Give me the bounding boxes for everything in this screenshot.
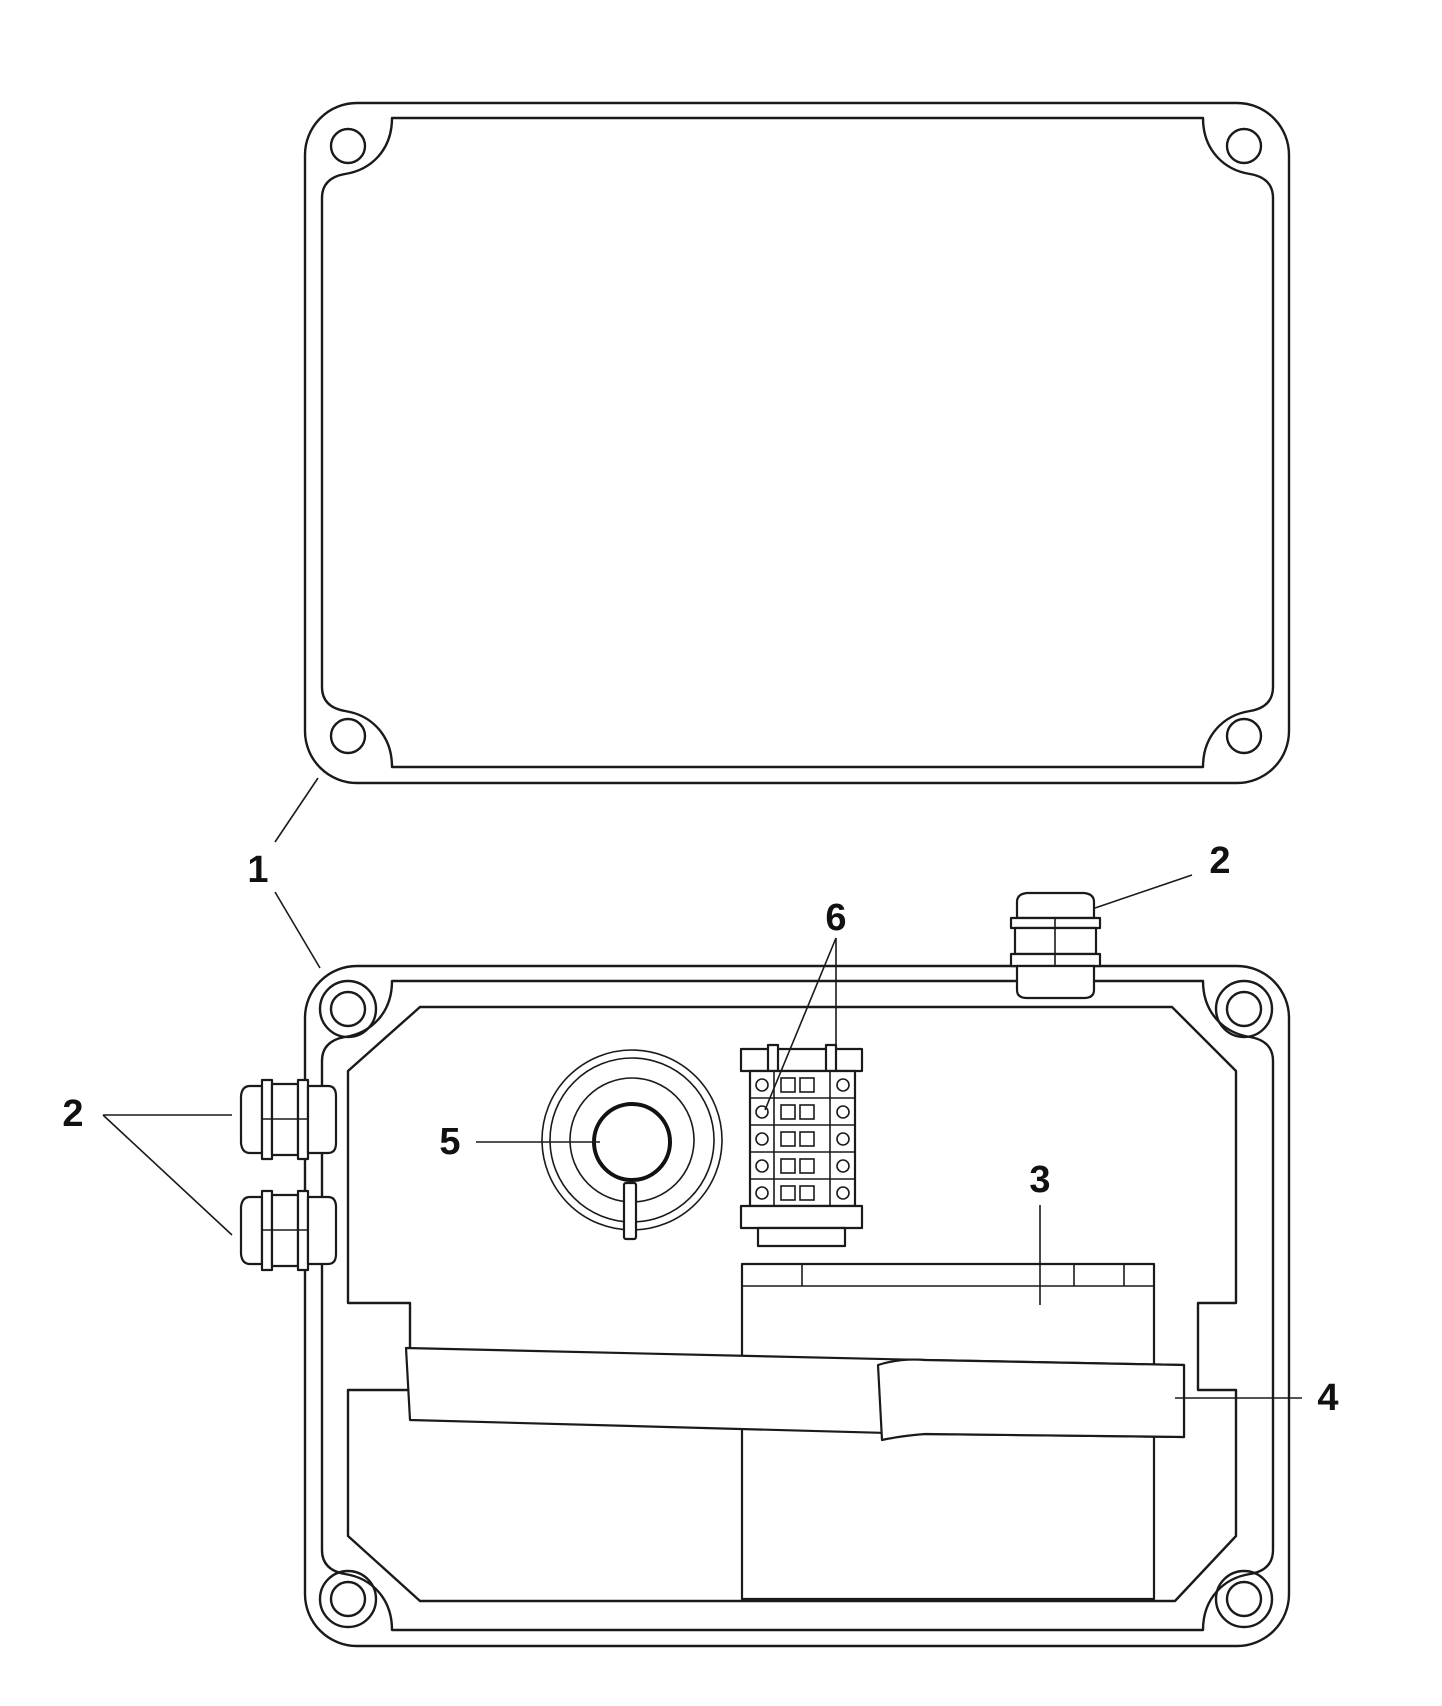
terminal-mount-rail [756, 1226, 847, 1248]
base-screw-holes [318, 979, 1274, 1629]
callout-6: 6 [825, 897, 846, 939]
terminal-windows [780, 1077, 815, 1201]
cable-strap-overlap [876, 1358, 1186, 1442]
leader-1-to-lid [274, 777, 319, 843]
leader-6-left [764, 937, 837, 1111]
base-screw-hole [1225, 990, 1263, 1028]
base-inner-cavity [346, 1005, 1238, 1603]
callout-2-top: 2 [1209, 840, 1230, 882]
terminal-cap-clip [824, 1043, 838, 1073]
callout-5: 5 [439, 1121, 460, 1163]
lid-screw-hole [329, 717, 367, 755]
gland-cap [239, 1195, 264, 1266]
base-screw-hole [329, 990, 367, 1028]
base-screw-boss [318, 1569, 378, 1629]
base-screw-hole [329, 1580, 367, 1618]
leader-lines [102, 777, 1302, 1399]
lid-screw-holes [329, 127, 1263, 755]
item-2-cable-gland-top [1009, 891, 1102, 1000]
callout-3: 3 [1029, 1159, 1050, 1201]
enclosure-lid [303, 101, 1291, 785]
leader-2-top [1094, 874, 1193, 909]
leader-2-left-lower [102, 1114, 233, 1236]
base-screw-hole [1225, 1580, 1263, 1618]
gland-cap [239, 1084, 264, 1155]
item-4-cable-strap [404, 1346, 1186, 1442]
base-screw-boss [318, 979, 378, 1039]
callout-2-left: 2 [62, 1093, 83, 1135]
base-screw-boss [1214, 1569, 1274, 1629]
terminal-top-cap [739, 1047, 864, 1073]
item-2-cable-gland-left-upper [239, 1078, 338, 1161]
lid-inner-seal-edge [320, 116, 1275, 769]
callout-labels: 1 2 2 6 3 4 5 [62, 840, 1338, 1419]
base-rim-edge [320, 979, 1275, 1632]
item-6-terminal-block [739, 1043, 864, 1248]
lid-screw-hole [1225, 127, 1263, 165]
lid-screw-hole [329, 127, 367, 165]
sensor-core [592, 1102, 672, 1182]
lid-outer-edge [303, 101, 1291, 785]
gland-body [306, 1195, 338, 1266]
gland-body [306, 1084, 338, 1155]
leader-1-to-base [274, 891, 321, 969]
terminal-screws [755, 1078, 850, 1200]
terminal-bottom-cap [739, 1204, 864, 1230]
callout-1: 1 [247, 849, 268, 891]
callout-4: 4 [1317, 1377, 1338, 1419]
lid-screw-hole [1225, 717, 1263, 755]
item-2-cable-gland-left-lower [239, 1189, 338, 1272]
base-screw-boss [1214, 979, 1274, 1039]
gland-cap [1015, 891, 1096, 920]
enclosure-base [303, 964, 1291, 1648]
base-outer-edge [303, 964, 1291, 1648]
sensor-wire [622, 1181, 638, 1241]
terminal-rows [750, 1071, 855, 1206]
gland-body [1015, 964, 1096, 1000]
item-5-sensor [541, 1049, 723, 1241]
terminal-cap-clip [766, 1043, 780, 1073]
